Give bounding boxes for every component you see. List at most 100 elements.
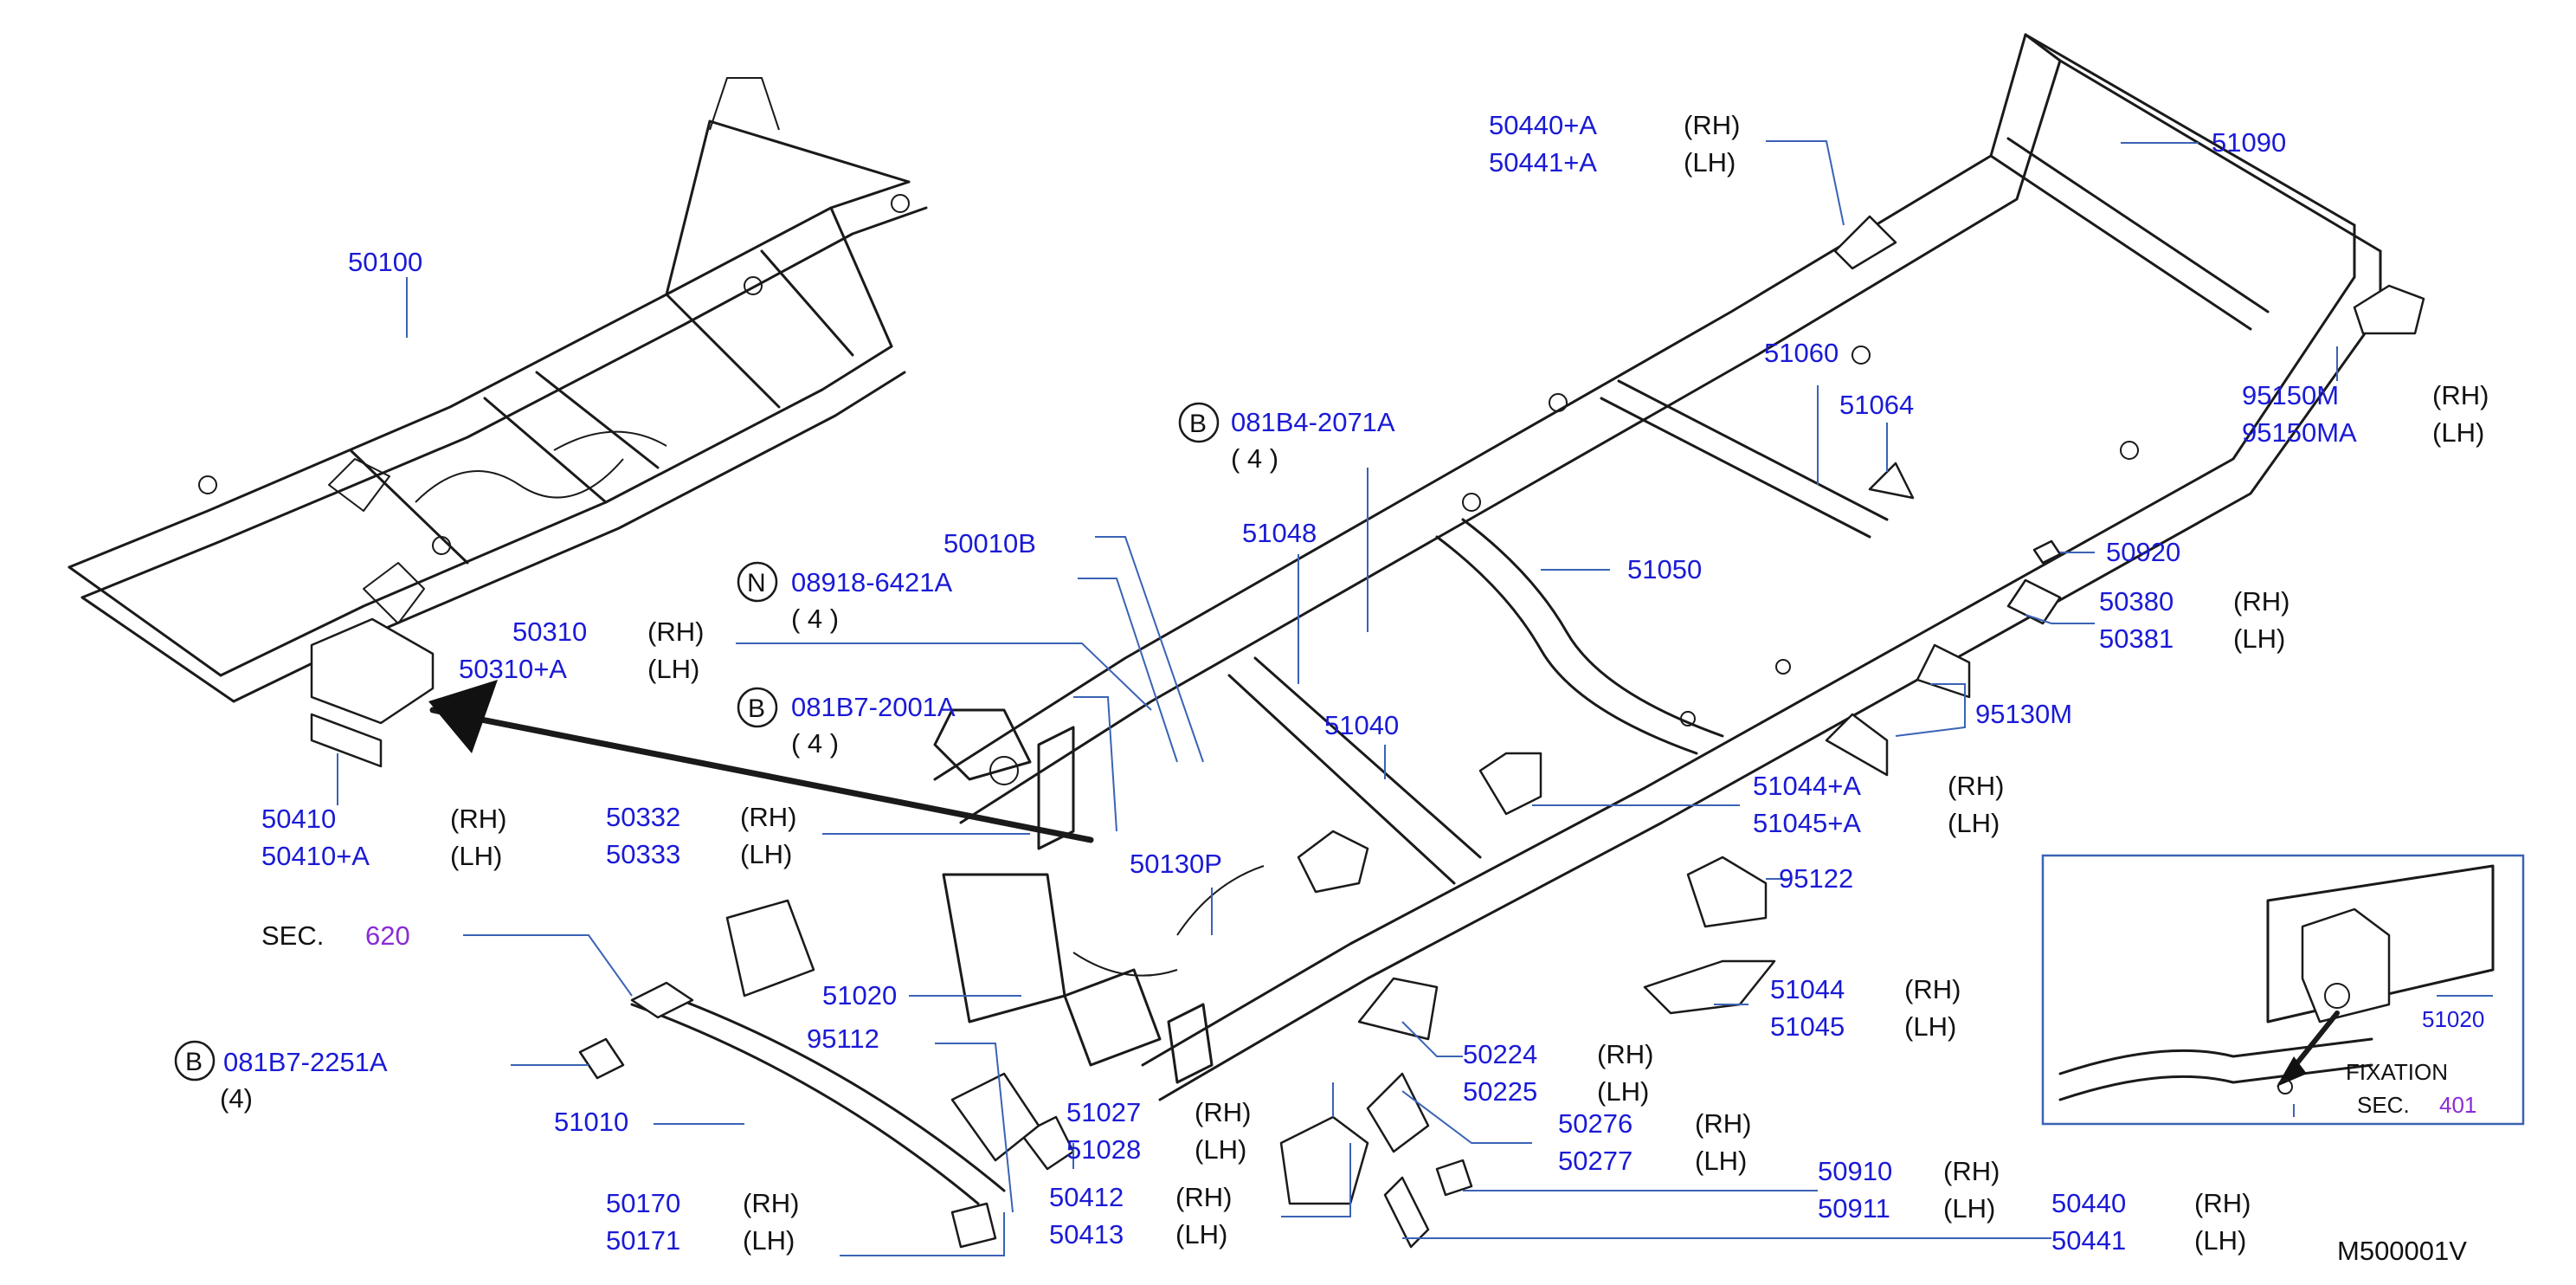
sec-620[interactable]: 620 xyxy=(365,920,410,951)
label-51064: 51064 xyxy=(1839,390,1914,420)
label-51027: 51027 xyxy=(1066,1097,1141,1127)
side-50410: (RH) xyxy=(450,804,506,834)
label-50310a: 50310+A xyxy=(459,654,567,684)
qty-08918-6421a: ( 4 ) xyxy=(791,604,839,634)
bolt-b1-marker xyxy=(1178,402,1220,443)
label-95122: 95122 xyxy=(1779,863,1853,894)
label-50380: 50380 xyxy=(2099,586,2174,617)
side-50412: (RH) xyxy=(1175,1182,1232,1212)
label-50440a: 50440+A xyxy=(1489,110,1597,140)
side-51045: (LH) xyxy=(1904,1011,1956,1042)
label-50310: 50310 xyxy=(512,617,587,647)
nut-n-letter: N xyxy=(747,569,766,597)
side-50276: (RH) xyxy=(1695,1108,1751,1139)
label-51045: 51045 xyxy=(1770,1011,1845,1042)
side-50170: (RH) xyxy=(743,1188,799,1218)
label-95150m: 95150M xyxy=(2242,380,2339,410)
label-50413: 50413 xyxy=(1049,1219,1124,1249)
main-frame-drawing xyxy=(933,33,2382,1101)
side-50310a: (LH) xyxy=(647,654,699,684)
side-51045a: (LH) xyxy=(1948,808,2000,838)
label-50130p: 50130P xyxy=(1130,849,1222,879)
label-50170: 50170 xyxy=(606,1188,680,1218)
qty-081b7-2001a: ( 4 ) xyxy=(791,728,839,759)
label-95150ma: 95150MA xyxy=(2242,417,2357,448)
label-50100: 50100 xyxy=(348,247,422,277)
label-50410a: 50410+A xyxy=(261,841,370,871)
side-95150ma: (LH) xyxy=(2432,417,2484,448)
inset-detail xyxy=(2041,854,2525,1126)
side-50333: (LH) xyxy=(740,839,792,869)
label-50225: 50225 xyxy=(1463,1076,1537,1107)
label-50410: 50410 xyxy=(261,804,336,834)
loose-parts xyxy=(310,215,2425,1249)
side-50410a: (LH) xyxy=(450,841,502,871)
bolt-b2-marker xyxy=(737,687,778,728)
side-50225: (LH) xyxy=(1597,1076,1649,1107)
side-51027: (RH) xyxy=(1195,1097,1251,1127)
label-50911: 50911 xyxy=(1818,1193,1890,1224)
inset-sec-401[interactable]: 401 xyxy=(2439,1092,2476,1118)
label-50440: 50440 xyxy=(2051,1188,2126,1218)
label-081b4-2071a: 081B4-2071A xyxy=(1231,407,1395,437)
bolt-b3-letter: B xyxy=(185,1048,203,1076)
qty-081b7-2251a: (4) xyxy=(220,1083,253,1114)
label-50441a: 50441+A xyxy=(1489,147,1597,178)
label-50010b: 50010B xyxy=(943,528,1036,559)
label-51090: 51090 xyxy=(2212,127,2286,158)
side-50910: (RH) xyxy=(1943,1156,2000,1186)
callout-labels: 50100 50440+A (RH) 50441+A (LH) 51090 51… xyxy=(174,110,2489,1256)
inset-label-51020: 51020 xyxy=(2422,1006,2484,1032)
side-50441: (LH) xyxy=(2194,1225,2246,1256)
leader-lines xyxy=(337,140,2338,1256)
label-50333: 50333 xyxy=(606,839,680,869)
side-50911: (LH) xyxy=(1943,1193,1995,1224)
label-51020: 51020 xyxy=(822,980,897,1011)
side-51028: (LH) xyxy=(1195,1134,1246,1165)
nut-n-marker xyxy=(737,561,778,603)
side-50413: (LH) xyxy=(1175,1219,1227,1249)
label-95130m: 95130M xyxy=(1975,699,2072,729)
label-51050: 51050 xyxy=(1627,554,1702,584)
qty-081b4-2071a: ( 4 ) xyxy=(1231,443,1278,474)
label-51048: 51048 xyxy=(1242,518,1317,548)
side-50440a: (RH) xyxy=(1684,110,1740,140)
diagram-code: M500001V xyxy=(2337,1236,2467,1266)
label-50920: 50920 xyxy=(2106,537,2180,567)
label-51028: 51028 xyxy=(1066,1134,1141,1165)
side-50224: (RH) xyxy=(1597,1039,1653,1069)
bolt-b1-letter: B xyxy=(1189,410,1207,438)
bolt-b2-letter: B xyxy=(748,694,765,723)
label-51044a: 51044+A xyxy=(1753,771,1861,801)
label-51040: 51040 xyxy=(1324,710,1399,740)
label-50171: 50171 xyxy=(606,1225,680,1256)
side-50277: (LH) xyxy=(1695,1146,1747,1176)
label-50332: 50332 xyxy=(606,802,680,832)
sec-label: SEC. xyxy=(261,920,324,951)
side-50441a: (LH) xyxy=(1684,147,1736,178)
side-50332: (RH) xyxy=(740,802,796,832)
side-51044a: (RH) xyxy=(1948,771,2004,801)
side-50380: (RH) xyxy=(2233,586,2289,617)
label-08918-6421a: 08918-6421A xyxy=(791,567,952,597)
side-50310: (RH) xyxy=(647,617,704,647)
label-081b7-2251a: 081B7-2251A xyxy=(223,1047,388,1077)
inset-fixation: FIXATION xyxy=(2346,1059,2448,1085)
label-95112: 95112 xyxy=(807,1023,879,1054)
label-51044: 51044 xyxy=(1770,974,1845,1004)
side-50440: (RH) xyxy=(2194,1188,2251,1218)
label-51060: 51060 xyxy=(1764,338,1839,368)
side-95150m: (RH) xyxy=(2432,380,2489,410)
side-50171: (LH) xyxy=(743,1225,795,1256)
inset-labels: 51020 FIXATION SEC. 401 xyxy=(2346,1006,2484,1118)
bolt-b3-marker xyxy=(174,1040,216,1082)
label-50224: 50224 xyxy=(1463,1039,1537,1069)
inset-sec-label: SEC. xyxy=(2357,1092,2410,1118)
label-51010: 51010 xyxy=(554,1107,628,1137)
label-50381: 50381 xyxy=(2099,623,2174,654)
label-50276: 50276 xyxy=(1558,1108,1633,1139)
side-51044: (RH) xyxy=(1904,974,1961,1004)
label-51045a: 51045+A xyxy=(1753,808,1861,838)
label-50441: 50441 xyxy=(2051,1225,2126,1256)
